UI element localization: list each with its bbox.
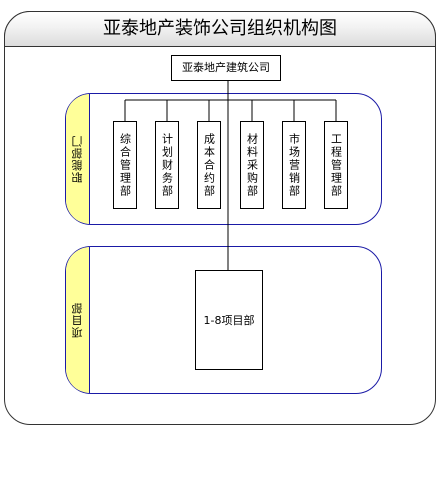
project-unit-box: 1-8项目部 xyxy=(195,270,263,370)
department-label-2: 计划财务部 xyxy=(160,132,174,198)
department-box-1: 综合管理部 xyxy=(113,121,137,209)
department-box-4: 材料采购部 xyxy=(240,121,264,209)
project-group-label-text: 项目部 xyxy=(70,302,84,338)
project-group-label: 项目部 xyxy=(66,247,90,393)
diagram-title: 亚泰地产装饰公司组织机构图 xyxy=(103,18,337,39)
title-band xyxy=(4,11,436,47)
project-unit-label: 1-8项目部 xyxy=(203,314,255,327)
department-label-1: 综合管理部 xyxy=(118,132,132,198)
department-label-6: 工程管理部 xyxy=(329,132,343,198)
project-department-group: 项目部 xyxy=(65,246,382,394)
department-box-5: 市场营销部 xyxy=(282,121,306,209)
department-label-5: 市场营销部 xyxy=(287,132,301,198)
company-box: 亚泰地产建筑公司 xyxy=(171,55,281,81)
department-box-6: 工程管理部 xyxy=(324,121,348,209)
department-label-3: 成本合约部 xyxy=(202,132,216,198)
department-box-3: 成本合约部 xyxy=(197,121,221,209)
functional-group-label-text: 职能部门 xyxy=(70,135,84,183)
department-label-4: 材料采购部 xyxy=(245,132,259,198)
department-box-2: 计划财务部 xyxy=(155,121,179,209)
functional-group-label: 职能部门 xyxy=(66,94,90,224)
functional-department-group: 职能部门 xyxy=(65,93,382,225)
